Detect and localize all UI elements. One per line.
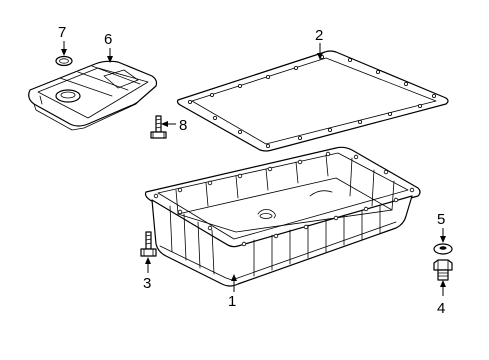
- callout-2: 2: [315, 27, 323, 60]
- callout-label-2: 2: [315, 27, 323, 44]
- callout-label-8: 8: [179, 117, 187, 134]
- callout-label-7: 7: [58, 24, 66, 41]
- callout-6: 6: [104, 31, 113, 63]
- callout-label-3: 3: [143, 275, 151, 292]
- callout-8: 8: [161, 117, 187, 134]
- callout-label-5: 5: [437, 211, 445, 228]
- callout-4: 4: [437, 280, 446, 317]
- callout-7: 7: [58, 24, 67, 56]
- pan-gasket: [176, 50, 449, 152]
- oil-pan: [144, 146, 421, 287]
- callout-5: 5: [437, 211, 446, 243]
- callout-3: 3: [143, 257, 151, 292]
- gasket-bolt-holes: [187, 55, 436, 148]
- transmission-filter: [28, 60, 158, 131]
- filter-bolt: [150, 115, 167, 139]
- filter-o-ring: [55, 55, 73, 67]
- drain-plug: [433, 259, 453, 281]
- callout-label-4: 4: [437, 300, 445, 317]
- drain-plug-washer: [433, 243, 453, 255]
- pan-bolt-holes: [153, 151, 415, 247]
- callout-label-1: 1: [228, 293, 236, 310]
- callout-label-6: 6: [104, 31, 112, 48]
- callout-1: 1: [228, 274, 237, 310]
- pan-bolt: [140, 231, 157, 257]
